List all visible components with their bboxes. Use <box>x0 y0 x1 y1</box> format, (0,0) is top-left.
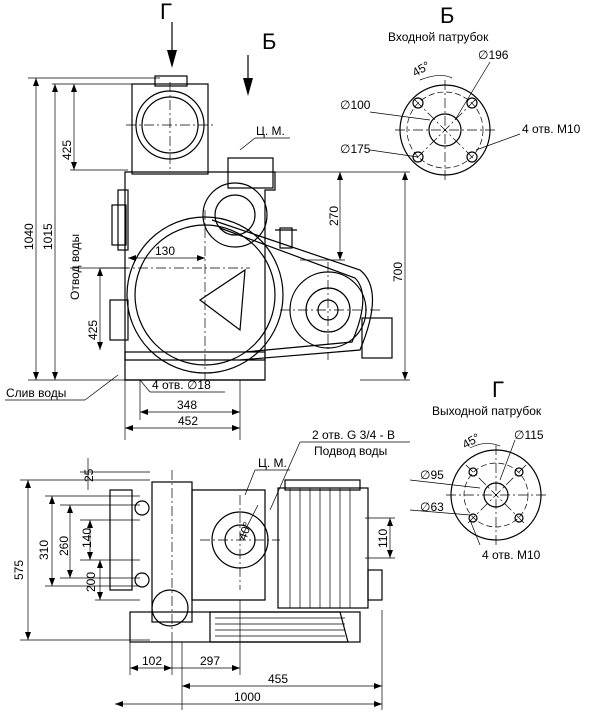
outlet-d95: ∅95 <box>420 468 444 482</box>
dim-260: 260 <box>57 535 71 556</box>
label-cm-top: Ц. М. <box>258 456 287 470</box>
side-view <box>5 75 410 440</box>
view-arrow-b <box>243 55 253 96</box>
outlet-d115: ∅115 <box>514 428 544 442</box>
label-water-outlet: Отвод воды <box>68 233 82 300</box>
arrow-label-b: Б <box>262 29 277 54</box>
inlet-d196: ∅196 <box>478 48 509 62</box>
inlet-d175: ∅175 <box>340 142 371 156</box>
label-cm-side: Ц. М. <box>256 124 285 138</box>
dim-425-top: 425 <box>60 139 74 160</box>
inlet-flange <box>369 61 521 180</box>
top-view <box>20 441 410 710</box>
arrow-label-g: Г <box>160 0 172 24</box>
dim-700: 700 <box>391 261 405 282</box>
dim-455: 455 <box>268 672 289 686</box>
outlet-flange <box>409 439 546 546</box>
outlet-letter: Г <box>492 377 504 402</box>
dim-25: 25 <box>82 468 96 482</box>
dim-348: 348 <box>177 398 198 412</box>
inlet-letter: Б <box>440 3 455 28</box>
label-drain: Слив воды <box>6 386 67 400</box>
dim-575: 575 <box>12 559 26 580</box>
dim-297: 297 <box>200 654 221 668</box>
inlet-holes: 4 отв. М10 <box>522 122 581 136</box>
dim-140: 140 <box>80 527 94 548</box>
label-thread: 2 отв. G 3/4 - В <box>312 428 395 442</box>
dim-425-bottom: 425 <box>86 319 100 340</box>
outlet-title: Выходной патрубок <box>432 404 542 418</box>
label-water-in: Подвод воды <box>314 444 388 458</box>
view-arrow-g <box>167 22 177 68</box>
dim-1000: 1000 <box>234 690 261 704</box>
outlet-d63: ∅63 <box>420 500 444 514</box>
dim-102: 102 <box>142 654 163 668</box>
inlet-title: Входной патрубок <box>388 30 489 44</box>
dim-130: 130 <box>155 244 176 258</box>
dim-110: 110 <box>376 528 390 548</box>
dim-200: 200 <box>84 571 98 592</box>
dim-270: 270 <box>327 205 341 226</box>
dim-310: 310 <box>37 539 51 560</box>
dim-1040: 1040 <box>22 223 36 250</box>
outlet-holes: 4 отв. М10 <box>482 548 541 562</box>
inlet-d100: ∅100 <box>340 98 371 112</box>
dim-1015: 1015 <box>41 223 55 250</box>
dim-452: 452 <box>178 414 199 428</box>
label-holes-18: 4 отв. ∅18 <box>152 378 211 392</box>
